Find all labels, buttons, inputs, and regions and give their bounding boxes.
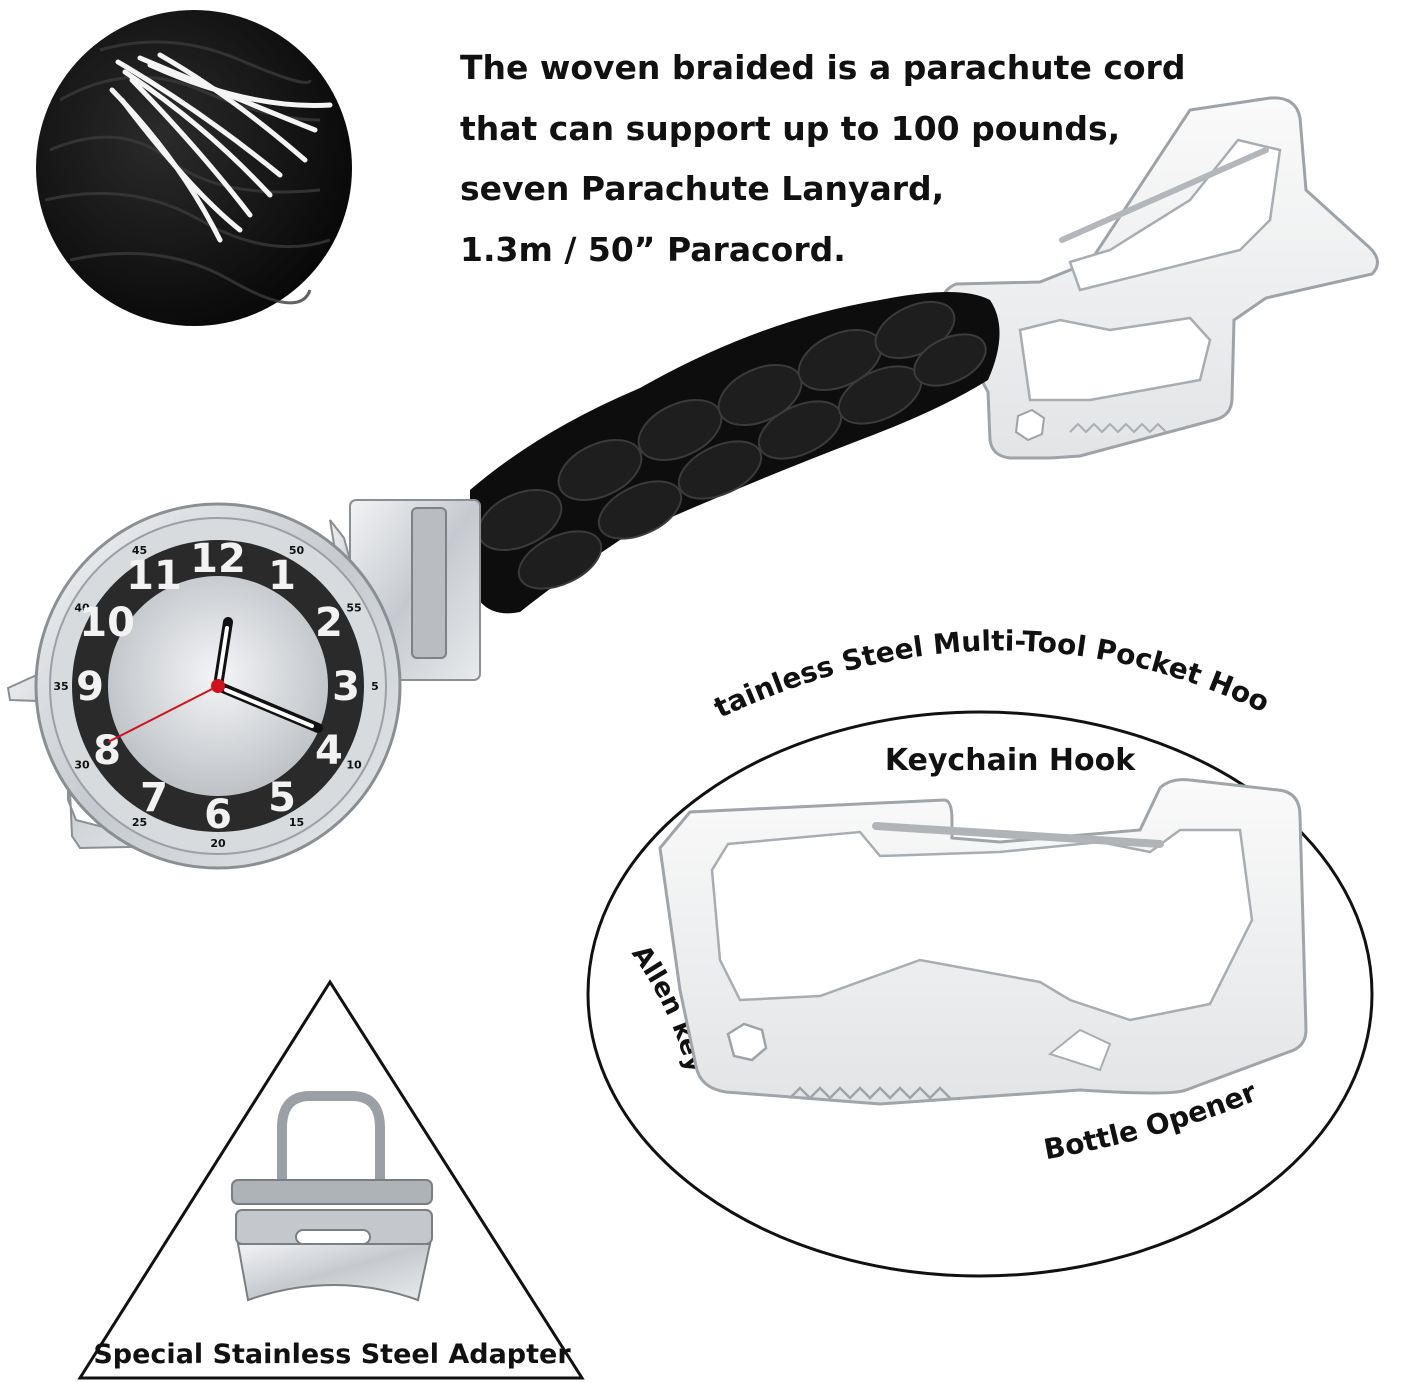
hour-numeral: 3 (332, 664, 360, 710)
hour-numeral: 6 (204, 792, 232, 838)
adapter-icon (231, 1091, 433, 1302)
bezel-number: 10 (346, 759, 362, 772)
hour-numeral: 11 (126, 553, 182, 599)
hex-hole-icon (1014, 408, 1046, 442)
hour-numeral: 10 (79, 600, 135, 646)
hour-numeral: 4 (315, 728, 343, 774)
adapter-label: Special Stainless Steel Adapter (93, 1339, 571, 1370)
paracord-lanyard (470, 292, 1000, 614)
hour-numeral: 5 (268, 775, 296, 821)
bezel-number: 5 (371, 680, 379, 693)
bezel-number: 35 (53, 680, 68, 693)
bezel-number: 15 (289, 816, 304, 829)
inner-strands-icon (109, 52, 333, 243)
bezel-number: 45 (132, 544, 147, 557)
bezel-number: 50 (289, 544, 305, 557)
hour-numeral: 2 (315, 600, 343, 646)
bezel-number: 30 (74, 759, 90, 772)
hour-numeral: 1 (268, 553, 296, 599)
keychain-hook-label: Keychain Hook (885, 743, 1136, 778)
hour-numeral: 9 (76, 664, 104, 710)
hour-numeral: 12 (190, 536, 246, 582)
second-hand (107, 685, 219, 743)
description-line-3: seven Parachute Lanyard, (460, 169, 945, 208)
bezel-number: 25 (132, 816, 147, 829)
description-line-4: 1.3m / 50” Paracord. (460, 229, 846, 269)
bottle-opener-notch-icon (1047, 1028, 1112, 1072)
adapter-callout: Special Stainless Steel Adapter (77, 979, 585, 1380)
paracord-description: The woven braided is a parachute cord th… (460, 38, 1185, 280)
adapter-bar (411, 507, 447, 659)
hour-numeral: 7 (140, 775, 168, 821)
description-line-1: The woven braided is a parachute cord (460, 48, 1186, 87)
allen-key-hex-icon (726, 1022, 768, 1062)
carabiner-detail (658, 778, 1308, 1106)
bezel-number: 20 (210, 837, 226, 850)
bezel-number: 40 (74, 602, 90, 615)
paracord-closeup (36, 10, 352, 326)
description-line-2: that can support up to 100 pounds, (460, 108, 1121, 148)
hour-numeral: 8 (93, 728, 121, 774)
bezel-number: 55 (346, 602, 361, 615)
